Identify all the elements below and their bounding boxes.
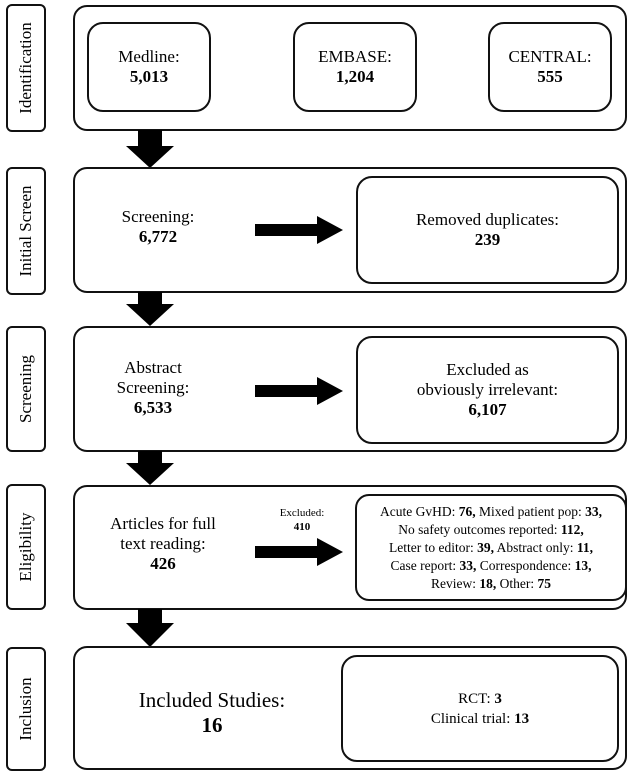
embase-count: 1,204 xyxy=(335,67,375,86)
excluded-410-label: Excluded: xyxy=(279,507,325,519)
stage-initial-screen: Initial Screen xyxy=(6,167,46,295)
stage-initial-screen-text: Initial Screen xyxy=(16,185,35,277)
stage-screening: Screening xyxy=(6,326,46,452)
exclusion-reasons-box: Acute GvHD: 76, Mixed patient pop: 33, N… xyxy=(355,494,627,601)
down-arrow-icon xyxy=(126,292,174,326)
full-text-reading-text: Articles for full text reading: 426 xyxy=(88,514,238,574)
central-count: 555 xyxy=(537,67,563,86)
reason-line-2: No safety outcomes reported: 112, xyxy=(398,521,584,537)
stage-identification-text: Identification xyxy=(16,22,35,114)
included-studies-count: 16 xyxy=(201,713,223,737)
excluded-irrelevant-count: 6,107 xyxy=(468,400,507,419)
reason-line-1: Acute GvHD: 76, Mixed patient pop: 33, xyxy=(380,503,602,519)
removed-duplicates-count: 239 xyxy=(474,230,501,249)
excluded-irrelevant-box: Excluded as obviously irrelevant: 6,107 xyxy=(356,336,619,444)
right-arrow-icon xyxy=(255,538,343,566)
medline-box: Medline: 5,013 xyxy=(87,22,211,112)
initial-screen-label: Screening: xyxy=(121,207,195,226)
study-types-box: RCT: 3 Clinical trial: 13 xyxy=(341,655,619,762)
removed-duplicates-box: Removed duplicates: 239 xyxy=(356,176,619,284)
stage-eligibility: Eligibility xyxy=(6,484,46,610)
included-studies-text: Included Studies: 16 xyxy=(112,688,312,738)
excluded-irrelevant-label-2: obviously irrelevant: xyxy=(416,380,559,399)
right-arrow-icon xyxy=(255,377,343,405)
embase-box: EMBASE: 1,204 xyxy=(293,22,417,112)
down-arrow-icon xyxy=(126,130,174,168)
down-arrow-icon xyxy=(126,609,174,647)
full-text-label-1: Articles for full xyxy=(110,514,216,533)
right-arrow-icon xyxy=(255,216,343,244)
clinical-trial-line: Clinical trial: 13 xyxy=(431,709,529,729)
removed-duplicates-label: Removed duplicates: xyxy=(415,210,560,229)
excluded-irrelevant-label-1: Excluded as xyxy=(446,360,529,379)
abstract-screening-label-1: Abstract xyxy=(124,358,182,377)
stage-inclusion-text: Inclusion xyxy=(16,677,35,741)
clinical-trial-count: 13 xyxy=(514,710,530,727)
excluded-410-count: 410 xyxy=(293,521,311,533)
stage-identification: Identification xyxy=(6,4,46,132)
included-studies-label: Included Studies: xyxy=(138,688,286,712)
full-text-count: 426 xyxy=(150,554,176,573)
abstract-screening-text: Abstract Screening: 6,533 xyxy=(98,358,208,418)
rct-count: 3 xyxy=(494,690,502,707)
reason-line-4: Case report: 33, Correspondence: 13, xyxy=(390,557,592,573)
excluded-410-text: Excluded: 410 xyxy=(262,506,342,534)
central-label: CENTRAL: xyxy=(508,47,592,66)
reason-line-3: Letter to editor: 39, Abstract only: 11, xyxy=(389,539,593,555)
clinical-trial-label: Clinical trial: xyxy=(430,710,511,727)
stage-eligibility-text: Eligibility xyxy=(16,512,35,582)
stage-screening-text: Screening xyxy=(16,355,35,423)
abstract-screening-label-2: Screening: xyxy=(116,378,190,397)
rct-line: RCT: 3 xyxy=(458,689,502,709)
embase-label: EMBASE: xyxy=(318,47,392,66)
abstract-screening-count: 6,533 xyxy=(133,398,173,417)
rct-label: RCT: xyxy=(458,690,491,707)
down-arrow-icon xyxy=(126,451,174,485)
full-text-label-2: text reading: xyxy=(120,534,206,553)
reason-line-5: Review: 18, Other: 75 xyxy=(431,575,551,591)
medline-label: Medline: xyxy=(118,47,180,66)
initial-screen-count: 6,772 xyxy=(138,227,178,246)
medline-count: 5,013 xyxy=(129,67,169,86)
central-box: CENTRAL: 555 xyxy=(488,22,612,112)
initial-screen-text: Screening: 6,772 xyxy=(98,207,218,247)
stage-inclusion: Inclusion xyxy=(6,647,46,771)
